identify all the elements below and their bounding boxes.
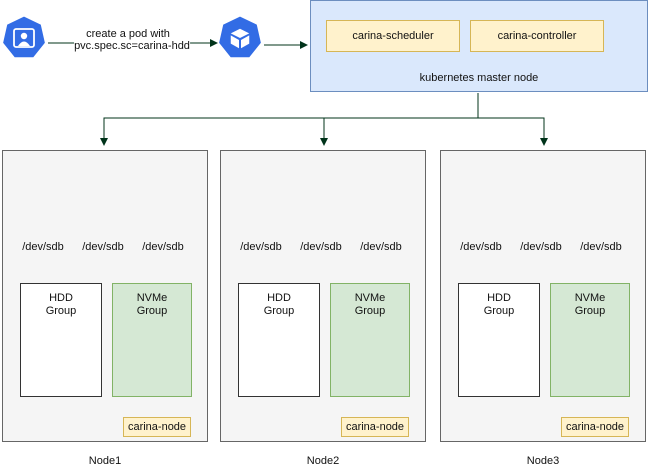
- flow-annotation-line2: pvc.spec.sc=carina-hdd: [74, 40, 190, 53]
- carina-node-agent: carina-node: [341, 417, 409, 437]
- arrow-master-to-node3: [478, 117, 548, 146]
- arrow-master-to-node1: [100, 93, 479, 146]
- user-icon: [2, 15, 46, 59]
- disk-label: /dev/sdb: [580, 241, 622, 253]
- node-name: Node2: [306, 455, 340, 467]
- disk-label: /dev/sdb: [142, 241, 184, 253]
- disk-label: /dev/sdb: [300, 241, 342, 253]
- disk-label: /dev/sdb: [360, 241, 402, 253]
- master-node-label: kubernetes master node: [419, 72, 539, 84]
- flow-annotation-line1: create a pod with: [86, 28, 170, 41]
- disk-label: /dev/sdb: [22, 241, 64, 253]
- node-name: Node3: [526, 455, 560, 467]
- carina-node-agent: carina-node: [561, 417, 629, 437]
- node-name: Node1: [88, 455, 122, 467]
- disk-label: /dev/sdb: [460, 241, 502, 253]
- disk-label: /dev/sdb: [520, 241, 562, 253]
- carina-node-agent: carina-node: [123, 417, 191, 437]
- master-component-1: carina-controller: [470, 20, 604, 52]
- kubernetes-icon: [218, 15, 262, 59]
- disk-label: /dev/sdb: [240, 241, 282, 253]
- disk-label: /dev/sdb: [82, 241, 124, 253]
- master-component-0: carina-scheduler: [326, 20, 460, 52]
